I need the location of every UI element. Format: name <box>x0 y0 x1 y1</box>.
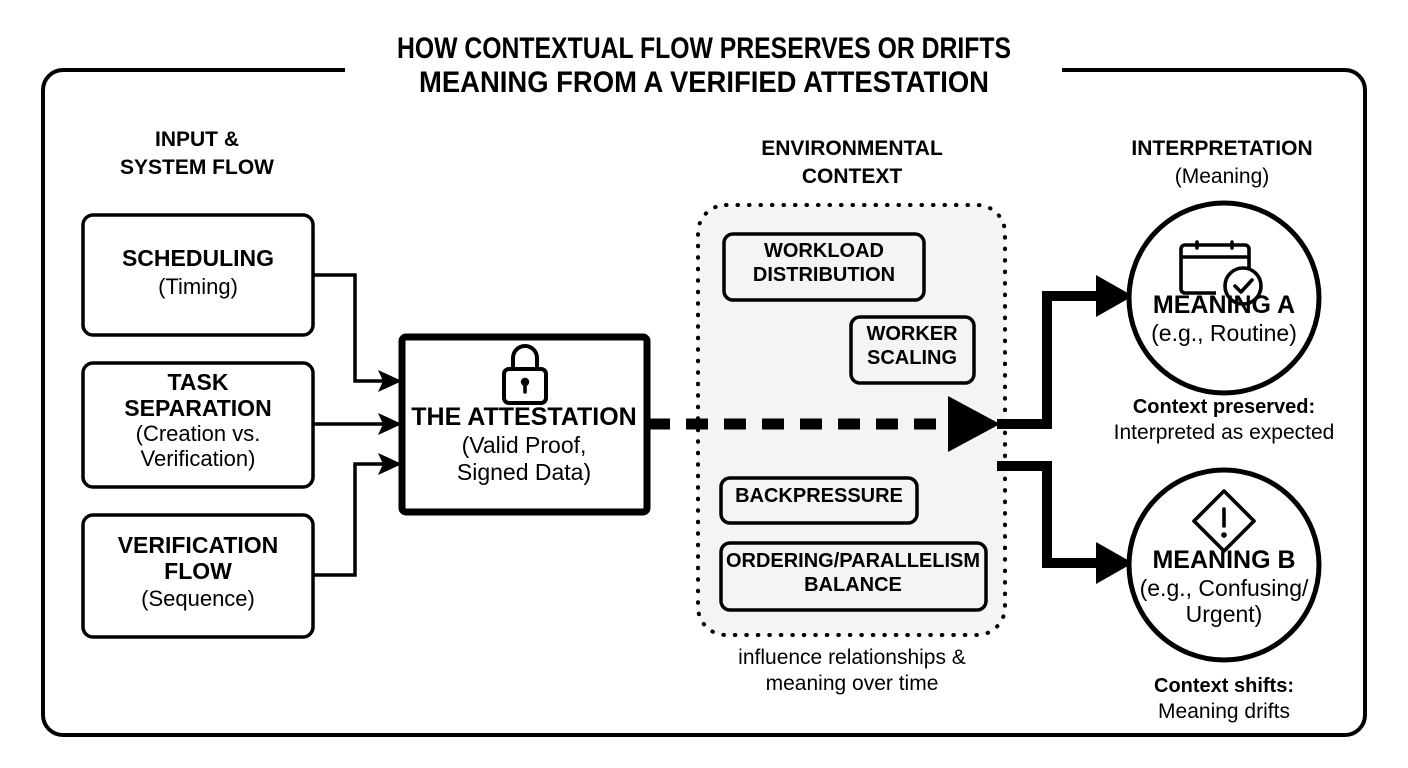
scheduling-title: SCHEDULING <box>122 245 274 271</box>
verification-flow-title-line-1: VERIFICATION <box>118 532 279 558</box>
input-box-verification-flow[interactable]: VERIFICATION FLOW (Sequence) <box>81 513 315 639</box>
outcome-b-caption: Context shifts: Meaning drifts <box>1154 675 1294 723</box>
input-arrowheads <box>378 370 402 475</box>
interpretation-heading-line-2: (Meaning) <box>1175 165 1270 188</box>
context-caption: influence relationships & meaning over t… <box>738 646 966 695</box>
task-separation-title-line-2: SEPARATION <box>124 395 271 421</box>
ordering-balance-line-1: ORDERING/PARALLELISM <box>726 550 980 572</box>
outcome-circle-meaning-a[interactable]: MEANING A (e.g., Routine) <box>1126 200 1322 396</box>
column-heading-input: INPUT & SYSTEM FLOW <box>120 128 274 179</box>
input-box-task-separation[interactable]: TASK SEPARATION (Creation vs. Verificati… <box>81 361 315 489</box>
input-heading-line-1: INPUT & <box>155 128 239 151</box>
scheduling-subtitle: (Timing) <box>158 274 238 299</box>
workload-distribution-line-1: WORKLOAD <box>764 240 884 262</box>
verification-flow-title-line-2: FLOW <box>164 558 232 584</box>
attestation-subtitle-line-1: (Valid Proof, <box>462 432 587 458</box>
outer-frame <box>41 68 1367 737</box>
context-heading-line-2: CONTEXT <box>802 165 903 188</box>
context-chip-ordering-parallelism-balance[interactable]: ORDERING/PARALLELISM BALANCE <box>719 541 988 612</box>
meaning-b-caption-plain: Meaning drifts <box>1158 700 1290 723</box>
attestation-title: THE ATTESTATION <box>411 403 636 431</box>
meaning-b-subtitle-line-2: Urgent) <box>1186 601 1263 627</box>
context-chip-worker-scaling[interactable]: WORKER SCALING <box>849 315 976 385</box>
input-heading-line-2: SYSTEM FLOW <box>120 156 274 179</box>
context-chip-backpressure[interactable]: BACKPRESSURE <box>719 476 919 525</box>
title-line-2: MEANING FROM A VERIFIED ATTESTATION <box>419 66 989 99</box>
backpressure-label: BACKPRESSURE <box>735 485 903 507</box>
column-heading-interpretation: INTERPRETATION (Meaning) <box>1131 137 1312 188</box>
title-line-1: HOW CONTEXTUAL FLOW PRESERVES OR DRIFTS <box>397 32 1011 65</box>
worker-scaling-line-1: WORKER <box>866 323 958 345</box>
dashed-flow-arrow <box>648 396 1000 452</box>
outcome-a-caption: Context preserved: Interpreted as expect… <box>1114 396 1335 444</box>
task-separation-title-line-1: TASK <box>168 369 229 395</box>
outcome-branch-connectors <box>997 291 1100 568</box>
meaning-a-title: MEANING A <box>1153 291 1295 319</box>
context-caption-line-1: influence relationships & <box>738 646 966 669</box>
outcome-arrowheads <box>1096 275 1133 584</box>
column-heading-context: ENVIRONMENTAL CONTEXT <box>761 137 943 188</box>
meaning-a-caption-bold: Context preserved: <box>1133 396 1315 418</box>
outcome-circle-meaning-b[interactable]: MEANING B (e.g., Confusing/ Urgent) <box>1126 467 1322 663</box>
alert-diamond-icon <box>1192 489 1256 553</box>
context-caption-line-2: meaning over time <box>766 672 939 695</box>
calendar-check-icon <box>1179 240 1263 306</box>
meaning-a-caption-plain: Interpreted as expected <box>1114 421 1335 444</box>
input-connectors <box>313 273 386 577</box>
meaning-a-subtitle: (e.g., Routine) <box>1151 320 1297 346</box>
attestation-subtitle-line-2: Signed Data) <box>457 459 591 485</box>
context-heading-line-1: ENVIRONMENTAL <box>761 137 943 160</box>
worker-scaling-line-2: SCALING <box>867 347 957 369</box>
meaning-b-subtitle-line-1: (e.g., Confusing/ <box>1140 575 1309 601</box>
interpretation-heading-line-1: INTERPRETATION <box>1131 137 1312 160</box>
task-separation-subtitle-line-1: (Creation vs. <box>136 421 261 446</box>
task-separation-subtitle-line-2: Verification) <box>141 446 256 471</box>
meaning-b-title: MEANING B <box>1152 546 1295 574</box>
context-chip-workload-distribution[interactable]: WORKLOAD DISTRIBUTION <box>722 232 926 302</box>
verification-flow-subtitle: (Sequence) <box>141 586 255 611</box>
input-box-scheduling[interactable]: SCHEDULING (Timing) <box>81 213 315 337</box>
page-title: HOW CONTEXTUAL FLOW PRESERVES OR DRIFTS … <box>397 32 1011 99</box>
workload-distribution-line-2: DISTRIBUTION <box>753 264 895 286</box>
lock-icon <box>502 344 548 405</box>
attestation-box[interactable]: THE ATTESTATION (Valid Proof, Signed Dat… <box>398 333 651 516</box>
ordering-balance-line-2: BALANCE <box>804 574 902 596</box>
meaning-b-caption-bold: Context shifts: <box>1154 675 1294 697</box>
